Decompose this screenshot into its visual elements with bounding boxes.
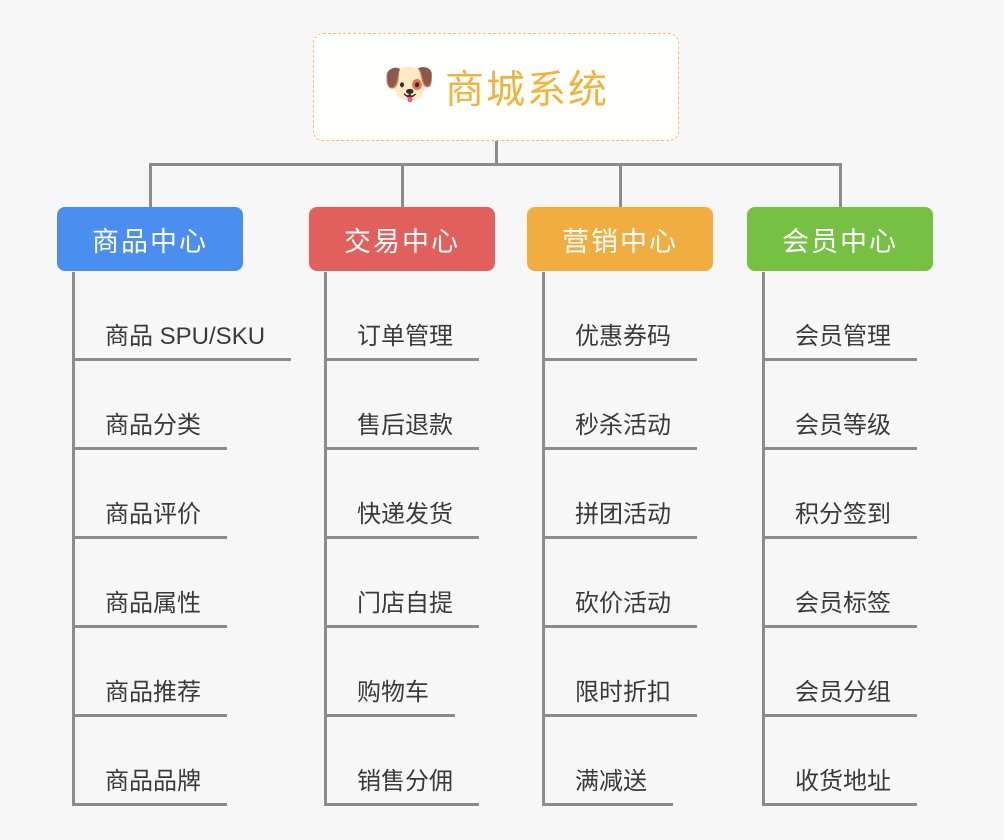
branch-trade-center: 交易中心 订单管理 售后退款 快递发货 门店自提 购物车 销售分佣 — [309, 207, 495, 806]
list-item[interactable]: 限时折扣 — [542, 628, 697, 717]
leaf-label: 收货地址 — [762, 761, 917, 806]
leaf-label: 商品 SPU/SKU — [72, 316, 292, 361]
list-item[interactable]: 商品品牌 — [72, 717, 291, 806]
leaf-label: 快递发货 — [324, 494, 479, 539]
root-node[interactable]: 🐶 商城系统 — [313, 33, 679, 141]
branch-header-marketing-center[interactable]: 营销中心 — [527, 207, 713, 271]
root-node-title: 商城系统 — [444, 69, 609, 112]
leaf-label: 商品推荐 — [72, 672, 227, 717]
leaf-label: 砍价活动 — [542, 583, 697, 628]
list-item[interactable]: 砍价活动 — [542, 539, 697, 628]
leaf-label: 购物车 — [324, 672, 455, 717]
branch-header-product-center[interactable]: 商品中心 — [57, 207, 243, 271]
connector-horizontal-bus — [149, 163, 842, 166]
leaf-label: 积分签到 — [762, 494, 917, 539]
list-item[interactable]: 商品 SPU/SKU — [72, 272, 292, 361]
leaf-label: 限时折扣 — [542, 672, 697, 717]
list-item[interactable]: 收货地址 — [762, 717, 917, 806]
leaf-label: 商品分类 — [72, 405, 227, 450]
leaf-list-member-center: 会员管理 会员等级 积分签到 会员标签 会员分组 收货地址 — [762, 272, 917, 806]
leaf-label: 拼团活动 — [542, 494, 697, 539]
leaf-label: 优惠券码 — [542, 316, 697, 361]
list-item[interactable]: 满减送 — [542, 717, 697, 806]
list-item[interactable]: 订单管理 — [324, 272, 479, 361]
list-item[interactable]: 商品属性 — [72, 539, 291, 628]
branch-header-label: 会员中心 — [782, 226, 898, 257]
leaf-label: 会员分组 — [762, 672, 917, 717]
list-item[interactable]: 拼团活动 — [542, 450, 697, 539]
branch-header-label: 营销中心 — [562, 226, 678, 257]
leaf-label: 商品属性 — [72, 583, 227, 628]
leaf-label: 售后退款 — [324, 405, 479, 450]
list-item[interactable]: 会员等级 — [762, 361, 917, 450]
leaf-label: 门店自提 — [324, 583, 479, 628]
leaf-label: 销售分佣 — [324, 761, 479, 806]
branch-marketing-center: 营销中心 优惠券码 秒杀活动 拼团活动 砍价活动 限时折扣 满减送 — [527, 207, 713, 806]
list-item[interactable]: 快递发货 — [324, 450, 479, 539]
connector-drop-3 — [619, 163, 622, 208]
list-item[interactable]: 售后退款 — [324, 361, 479, 450]
list-item[interactable]: 秒杀活动 — [542, 361, 697, 450]
leaf-list-trade-center: 订单管理 售后退款 快递发货 门店自提 购物车 销售分佣 — [324, 272, 479, 806]
leaf-label: 满减送 — [542, 761, 673, 806]
list-item[interactable]: 会员分组 — [762, 628, 917, 717]
branch-product-center: 商品中心 商品 SPU/SKU 商品分类 商品评价 商品属性 商品推荐 商品品牌 — [57, 207, 292, 806]
branch-header-label: 交易中心 — [344, 226, 460, 257]
leaf-label: 会员标签 — [762, 583, 917, 628]
list-item[interactable]: 商品分类 — [72, 361, 291, 450]
leaf-label: 秒杀活动 — [542, 405, 697, 450]
branch-header-member-center[interactable]: 会员中心 — [747, 207, 933, 271]
leaf-label: 会员等级 — [762, 405, 917, 450]
leaf-label: 商品评价 — [72, 494, 227, 539]
list-item[interactable]: 优惠券码 — [542, 272, 697, 361]
branch-header-label: 商品中心 — [92, 226, 208, 257]
list-item[interactable]: 积分签到 — [762, 450, 917, 539]
leaf-list-product-center: 商品 SPU/SKU 商品分类 商品评价 商品属性 商品推荐 商品品牌 — [72, 272, 292, 806]
connector-drop-4 — [839, 163, 842, 208]
list-item[interactable]: 商品推荐 — [72, 628, 291, 717]
branch-header-trade-center[interactable]: 交易中心 — [309, 207, 495, 271]
connector-drop-1 — [149, 163, 152, 208]
list-item[interactable]: 商品评价 — [72, 450, 291, 539]
branch-member-center: 会员中心 会员管理 会员等级 积分签到 会员标签 会员分组 收货地址 — [747, 207, 933, 806]
leaf-list-marketing-center: 优惠券码 秒杀活动 拼团活动 砍价活动 限时折扣 满减送 — [542, 272, 697, 806]
list-item[interactable]: 销售分佣 — [324, 717, 479, 806]
connector-root-stem — [495, 141, 498, 166]
leaf-label: 会员管理 — [762, 316, 917, 361]
shiba-dog-face-icon: 🐶 — [382, 60, 436, 107]
leaf-label: 订单管理 — [324, 316, 479, 361]
leaf-label: 商品品牌 — [72, 761, 227, 806]
list-item[interactable]: 会员管理 — [762, 272, 917, 361]
list-item[interactable]: 门店自提 — [324, 539, 479, 628]
list-item[interactable]: 购物车 — [324, 628, 479, 717]
connector-drop-2 — [401, 163, 404, 208]
list-item[interactable]: 会员标签 — [762, 539, 917, 628]
